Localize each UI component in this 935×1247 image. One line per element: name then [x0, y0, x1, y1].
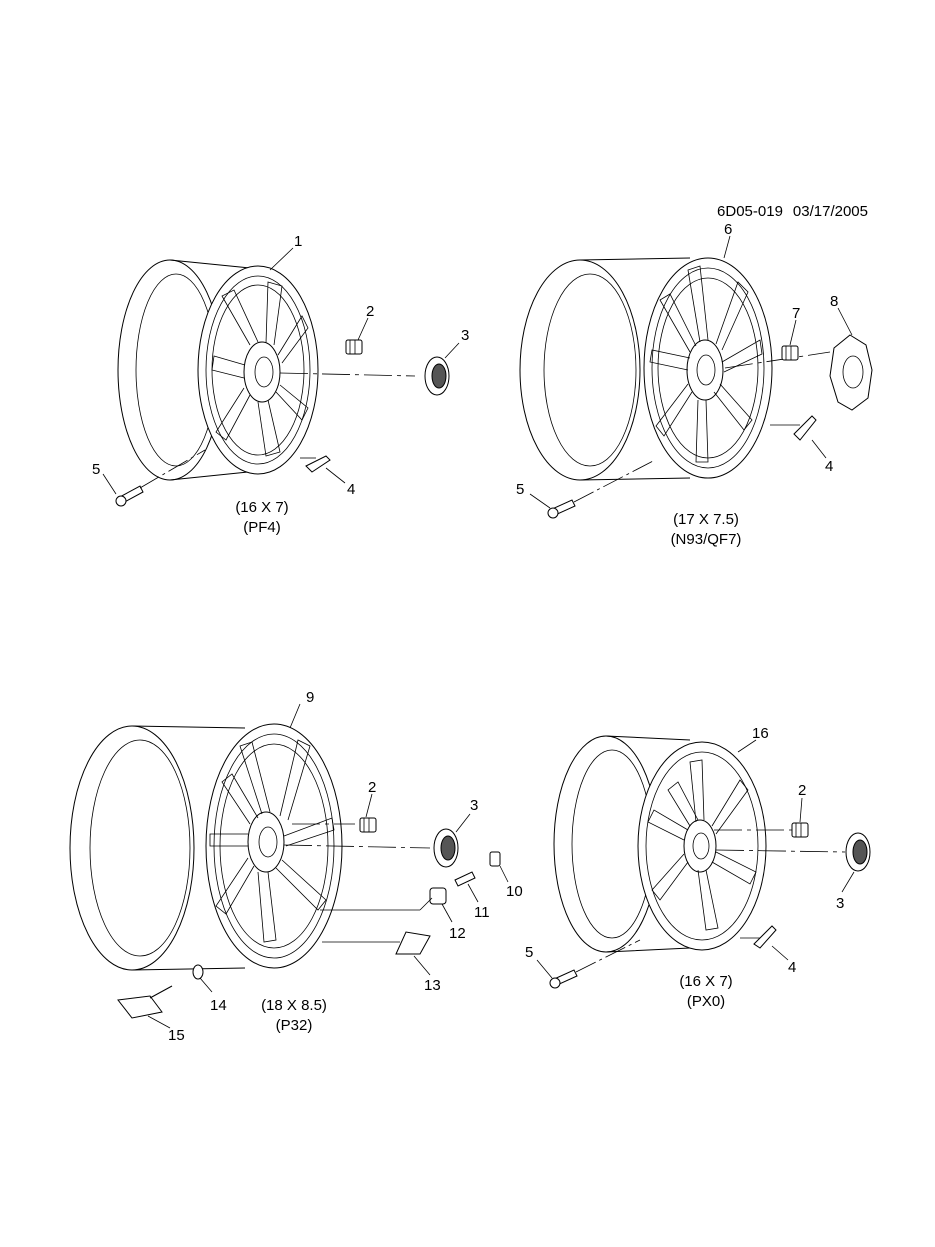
doc-id: 6D05-019 [717, 203, 783, 220]
center-cap-icon [829, 334, 873, 411]
center-cap-icon [433, 828, 459, 868]
valve-stem-icon [547, 499, 576, 519]
balance-weight-icon [753, 925, 777, 949]
lug-nut-icon [791, 822, 809, 838]
caption-code: (N93/QF7) [671, 531, 742, 548]
callout-valve: 5 [92, 461, 100, 478]
lug-nut-icon [781, 345, 799, 361]
seal-icon [192, 964, 204, 980]
callout-weight: 13 [424, 977, 441, 994]
pressure-sensor-icon [117, 985, 173, 1019]
lug-nut-icon [359, 817, 377, 833]
caption-code: (PF4) [243, 519, 281, 536]
wheel-pf4-group: 1 2 3 4 5 (16 X 7) (PF4) [92, 233, 469, 536]
doc-id-date: 6D05-019 03/17/2005 [717, 203, 868, 220]
valve-stem-icon [454, 871, 476, 887]
wheel-n93-group: 6 7 8 4 5 (17 X 7.5) (N93/QF7) [516, 221, 873, 548]
wheel-pf4-drawing [117, 259, 319, 481]
callout-nut: 2 [366, 303, 374, 320]
callout-stem: 11 [474, 904, 490, 921]
callout-seal: 14 [210, 997, 227, 1014]
callout-cap: 3 [836, 895, 844, 912]
grommet-cap-icon [429, 887, 447, 905]
callout-wheel: 9 [306, 689, 314, 706]
caption-code: (P32) [276, 1017, 313, 1034]
callout-nut: 2 [368, 779, 376, 796]
center-cap-icon [845, 832, 871, 872]
callout-weight: 4 [347, 481, 355, 498]
wheel-px0-drawing [553, 735, 767, 953]
lug-nut-icon [345, 339, 363, 355]
callout-wheel: 1 [294, 233, 302, 250]
caption-size: (16 X 7) [235, 499, 288, 516]
header: 6D05-019 03/17/2005 [717, 203, 868, 220]
valve-stem-icon [549, 969, 578, 989]
callout-weight: 4 [788, 959, 796, 976]
callout-grommet-cap: 12 [449, 925, 466, 942]
doc-date: 03/17/2005 [793, 203, 868, 220]
caption-size: (17 X 7.5) [673, 511, 739, 528]
wheel-px0-group: 16 2 3 4 5 (16 X 7) (PX0) [525, 725, 871, 1010]
caption-code: (PX0) [687, 993, 725, 1010]
callout-cap: 3 [461, 327, 469, 344]
callout-valve: 5 [516, 481, 524, 498]
wheel-n93-drawing [519, 257, 773, 481]
caption-size: (18 X 8.5) [261, 997, 327, 1014]
callout-weight: 4 [825, 458, 833, 475]
callout-cap: 8 [830, 293, 838, 310]
callout-wheel: 6 [724, 221, 732, 238]
callout-nut: 2 [798, 782, 806, 799]
center-cap-icon [424, 356, 450, 396]
valve-stem-icon [115, 485, 144, 507]
callout-core: 10 [506, 883, 523, 900]
callout-nut: 7 [792, 305, 800, 322]
balance-weight-icon [305, 455, 331, 473]
wheel-p32-drawing [69, 723, 343, 971]
callout-valve: 5 [525, 944, 533, 961]
callout-sensor: 15 [168, 1027, 185, 1044]
callout-cap: 3 [470, 797, 478, 814]
balance-weight-icon [395, 931, 431, 955]
caption-size: (16 X 7) [679, 973, 732, 990]
balance-weight-icon [793, 415, 817, 441]
wheel-p32-group: 9 2 3 10 11 12 13 14 15 (18 X 8.5) (P32) [69, 689, 523, 1044]
callout-wheel: 16 [752, 725, 769, 742]
valve-core-icon [489, 851, 501, 867]
